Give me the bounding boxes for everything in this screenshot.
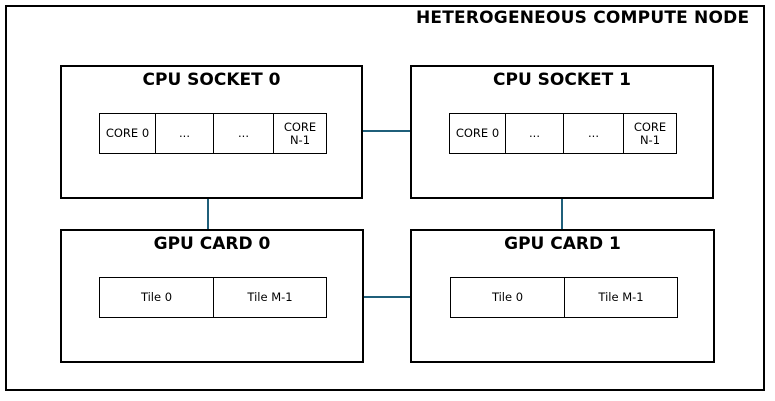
core-cell: CORE N-1 [283, 119, 317, 147]
core-cell: ... [564, 114, 624, 153]
compute-node-title: HETEROGENEOUS COMPUTE NODE [416, 8, 750, 28]
core-cell: CORE 0 [100, 114, 156, 153]
tile-cell: Tile M-1 [247, 290, 293, 304]
cpu1-gpu1-link [561, 198, 563, 229]
cpu-socket-0-core-row: CORE 0 ... ... CORE N-1 [99, 113, 327, 154]
cpu-socket-1-core-row: CORE 0 ... ... CORE N-1 [449, 113, 677, 154]
core-cell: ... [156, 114, 214, 153]
gpu-card-0-title: GPU CARD 0 [153, 234, 271, 254]
core-cell: CORE N-1 [633, 119, 667, 147]
cpu0-gpu0-link [207, 198, 209, 229]
core-cell: ... [506, 114, 564, 153]
gpu-card-interconnect [362, 296, 410, 298]
tile-cell: Tile M-1 [598, 290, 644, 304]
cpu-socket-interconnect [362, 130, 410, 132]
core-cell: CORE 0 [450, 114, 506, 153]
cpu-socket-1-title: CPU SOCKET 1 [493, 70, 631, 90]
core-cell: ... [214, 114, 274, 153]
gpu-card-1: GPU CARD 1 Tile 0 Tile M-1 [410, 229, 715, 363]
tile-cell: Tile 0 [100, 278, 214, 317]
cpu-socket-0: CPU SOCKET 0 CORE 0 ... ... CORE N-1 [60, 65, 363, 199]
gpu-card-0-tile-row: Tile 0 Tile M-1 [99, 277, 327, 318]
gpu-card-1-title: GPU CARD 1 [504, 234, 621, 254]
cpu-socket-1: CPU SOCKET 1 CORE 0 ... ... CORE N-1 [410, 65, 714, 199]
cpu-socket-0-title: CPU SOCKET 0 [142, 70, 281, 90]
gpu-card-1-tile-row: Tile 0 Tile M-1 [450, 277, 678, 318]
compute-node-frame [5, 5, 765, 391]
gpu-card-0: GPU CARD 0 Tile 0 Tile M-1 [60, 229, 364, 363]
tile-cell: Tile 0 [451, 278, 565, 317]
